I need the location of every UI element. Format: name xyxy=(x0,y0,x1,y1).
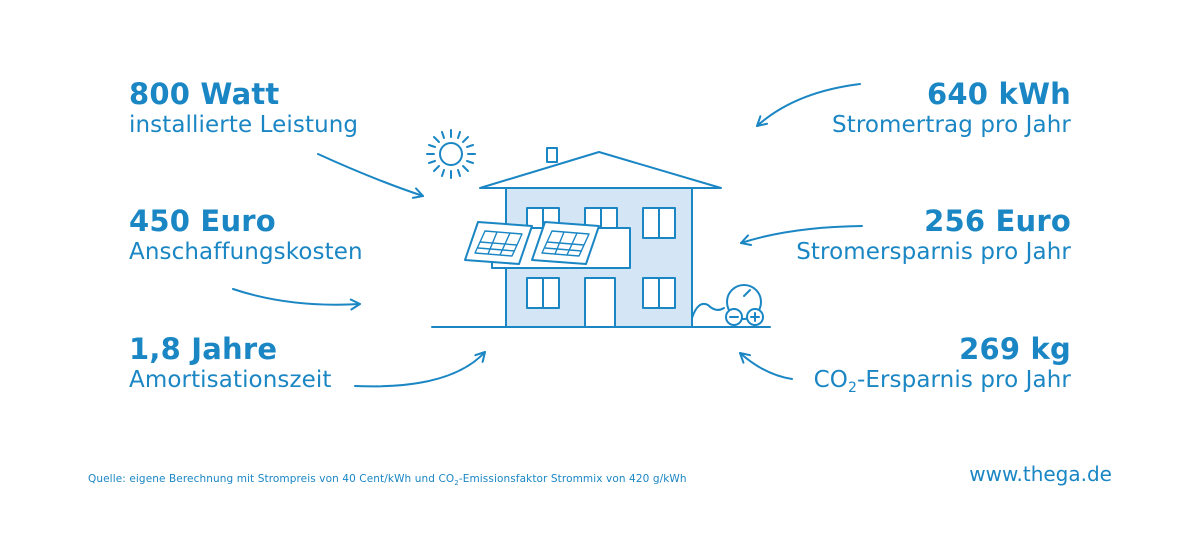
sun-icon xyxy=(426,129,476,179)
arrow-icon xyxy=(740,225,863,246)
stat-payback-value: 1,8 Jahre xyxy=(129,332,278,366)
solar-panel-icon xyxy=(464,221,533,265)
stat-installed-power: 800 Watt installierte Leistung xyxy=(129,78,358,140)
stat-power-value: 800 Watt xyxy=(129,77,280,111)
stat-yield-value: 640 kWh xyxy=(927,77,1071,111)
battery-plug-icon xyxy=(691,284,764,326)
source-suffix: -Emissionsfaktor Strommix von 420 g/kWh xyxy=(458,473,687,485)
stat-energy-yield: 640 kWh Stromertrag pro Jahr xyxy=(832,78,1071,140)
stat-payback-label: Amortisationszeit xyxy=(129,367,332,393)
co2-label-subscript: 2 xyxy=(847,380,857,396)
stat-co2-value: 269 kg xyxy=(959,332,1071,366)
arrow-icon xyxy=(756,83,861,127)
stat-acquisition-cost: 450 Euro Anschaffungskosten xyxy=(129,205,363,267)
arrow-icon xyxy=(739,352,793,380)
co2-label-prefix: CO xyxy=(813,367,848,393)
stat-payback-time: 1,8 Jahre Amortisationszeit xyxy=(129,333,332,395)
source-note: Quelle: eigene Berechnung mit Strompreis… xyxy=(88,473,687,487)
stat-co2-savings: 269 kg CO2-Ersparnis pro Jahr xyxy=(814,333,1071,395)
arrow-icon xyxy=(317,153,424,199)
stat-power-label: installierte Leistung xyxy=(129,112,359,138)
stat-electricity-savings: 256 Euro Stromersparnis pro Jahr xyxy=(796,205,1071,267)
stat-savings-label: Stromersparnis pro Jahr xyxy=(796,239,1071,265)
website-link[interactable]: www.thega.de xyxy=(969,462,1112,486)
co2-label-suffix: -Ersparnis pro Jahr xyxy=(856,367,1071,393)
stat-cost-value: 450 Euro xyxy=(129,204,276,238)
arrow-icon xyxy=(232,288,361,311)
stat-yield-label: Stromertrag pro Jahr xyxy=(832,112,1071,138)
source-prefix: Quelle: eigene Berechnung mit Strompreis… xyxy=(88,473,455,485)
stat-cost-label: Anschaffungskosten xyxy=(129,239,363,265)
stat-savings-value: 256 Euro xyxy=(924,204,1071,238)
stat-co2-label: CO2-Ersparnis pro Jahr xyxy=(814,365,1071,395)
solar-panel-icon xyxy=(531,221,600,265)
source-subscript: 2 xyxy=(454,479,459,487)
arrow-icon xyxy=(354,351,486,388)
